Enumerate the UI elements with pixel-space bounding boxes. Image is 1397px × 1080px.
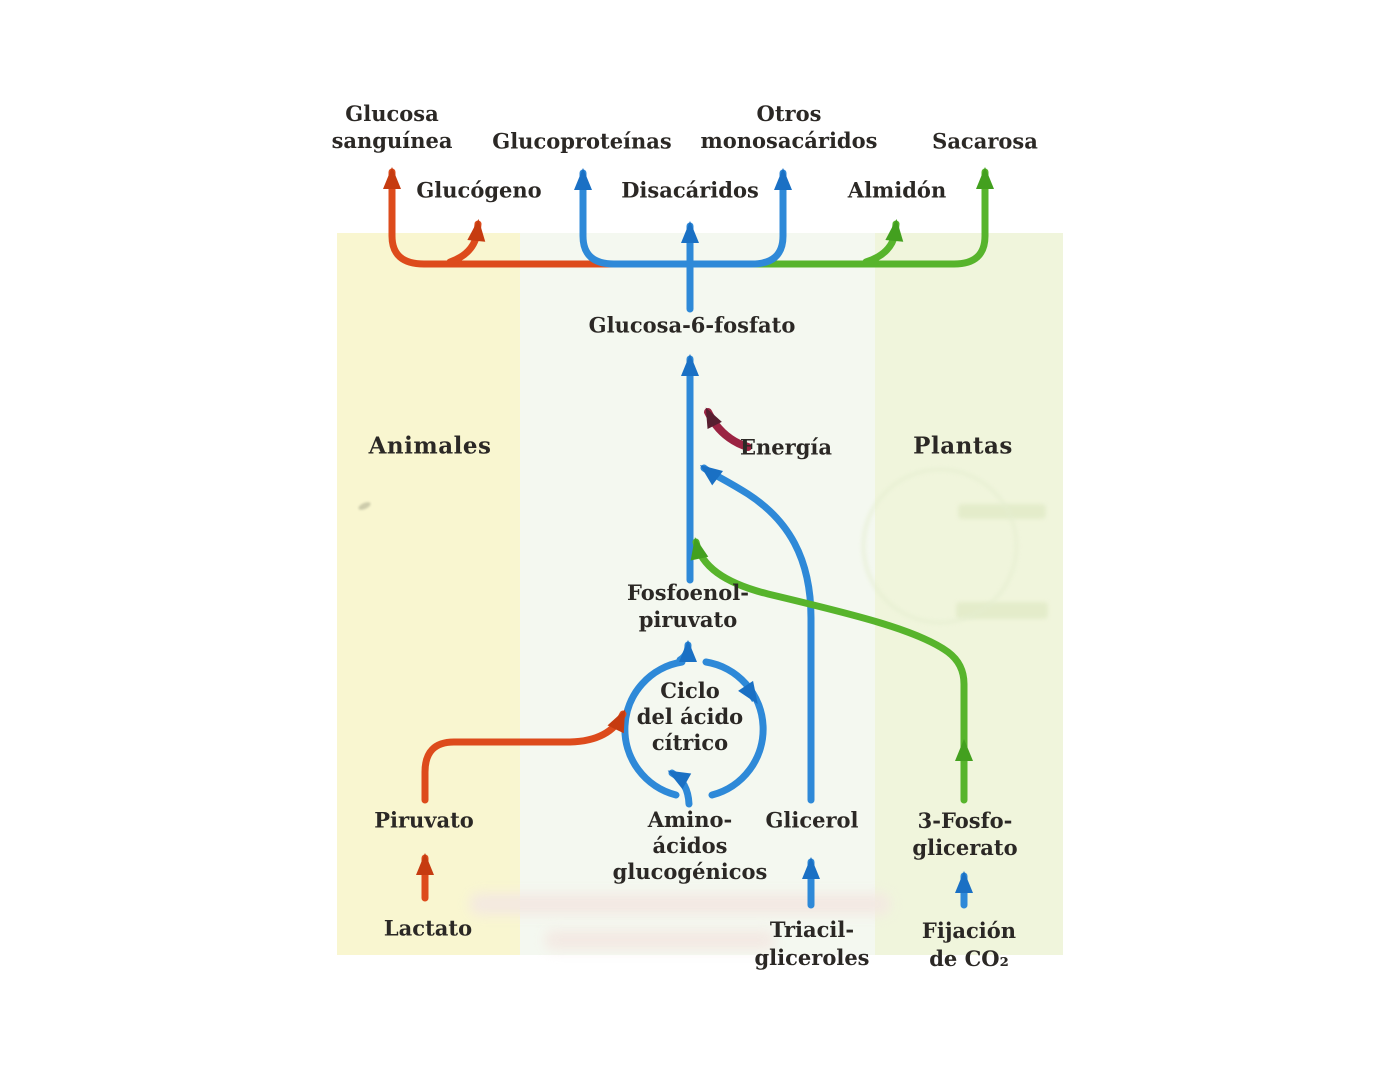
- node-sacarosa: Sacarosa: [932, 128, 1038, 154]
- arrow-g6p-to-almidon: [862, 219, 904, 266]
- arrow-g6p-to-glucosa-sanguinea: [383, 167, 646, 268]
- region-label-animales: Animales: [368, 432, 492, 460]
- node-lactato: Lactato: [383, 915, 473, 941]
- citric-acid-cycle-direction-head: [738, 680, 758, 705]
- arrow-aminoacidos-to-cycle: [667, 769, 693, 808]
- node-glucogeno: Glucógeno: [416, 177, 542, 203]
- node-aminoacidos-glucogenicos: Amino- ácidos glucogénicos: [612, 807, 768, 884]
- arrow-energia-to-g6p: [704, 407, 752, 451]
- arrow-g6p-to-glucoproteinas: [574, 168, 688, 268]
- node-glucosa-6-fosfato: Glucosa-6-fosfato: [588, 312, 796, 338]
- center-region-band: [520, 233, 875, 955]
- arrow-glicerol-to-g6p-line: [699, 464, 815, 804]
- node-fijacion-co2: Fijación de CO₂: [921, 918, 1017, 971]
- node-glucoproteinas: Glucoproteínas: [492, 128, 672, 154]
- node-disacaridos: Disacáridos: [621, 177, 759, 203]
- node-ciclo-acido-citrico: Ciclo del ácido cítrico: [636, 678, 744, 755]
- arrow-g6p-to-sacarosa: [738, 167, 994, 268]
- citric-acid-cycle-arc-right: [702, 658, 767, 799]
- node-almidon: Almidón: [847, 177, 947, 203]
- node-piruvato: Piruvato: [374, 807, 474, 833]
- node-fosfoenolpiruvato: Fosfoenol- piruvato: [627, 580, 749, 632]
- node-energia: Energía: [740, 434, 832, 460]
- animals-region-band: [337, 233, 520, 955]
- arrow-piruvato-to-cycle: [421, 709, 627, 804]
- node-3-fosfoglicerato: 3-Fosfo- glicerato: [912, 808, 1018, 860]
- arrow-cycle-to-fep: [676, 640, 697, 664]
- arrow-g6p-to-otros-monosacaridos: [680, 168, 792, 268]
- node-triacilgliceroles: Triacil- gliceroles: [754, 917, 870, 970]
- arrow-g6p-to-glucogeno: [446, 219, 486, 266]
- node-otros-monosacaridos: Otros monosacáridos: [700, 101, 878, 153]
- plants-region-band: [875, 233, 1063, 955]
- node-glicerol: Glicerol: [765, 807, 859, 833]
- node-glucosa-sanguinea: Glucosa sanguínea: [331, 101, 453, 153]
- region-label-plantas: Plantas: [913, 432, 1013, 460]
- arrow-fosfoglicerato-to-g6p-line: [690, 537, 968, 804]
